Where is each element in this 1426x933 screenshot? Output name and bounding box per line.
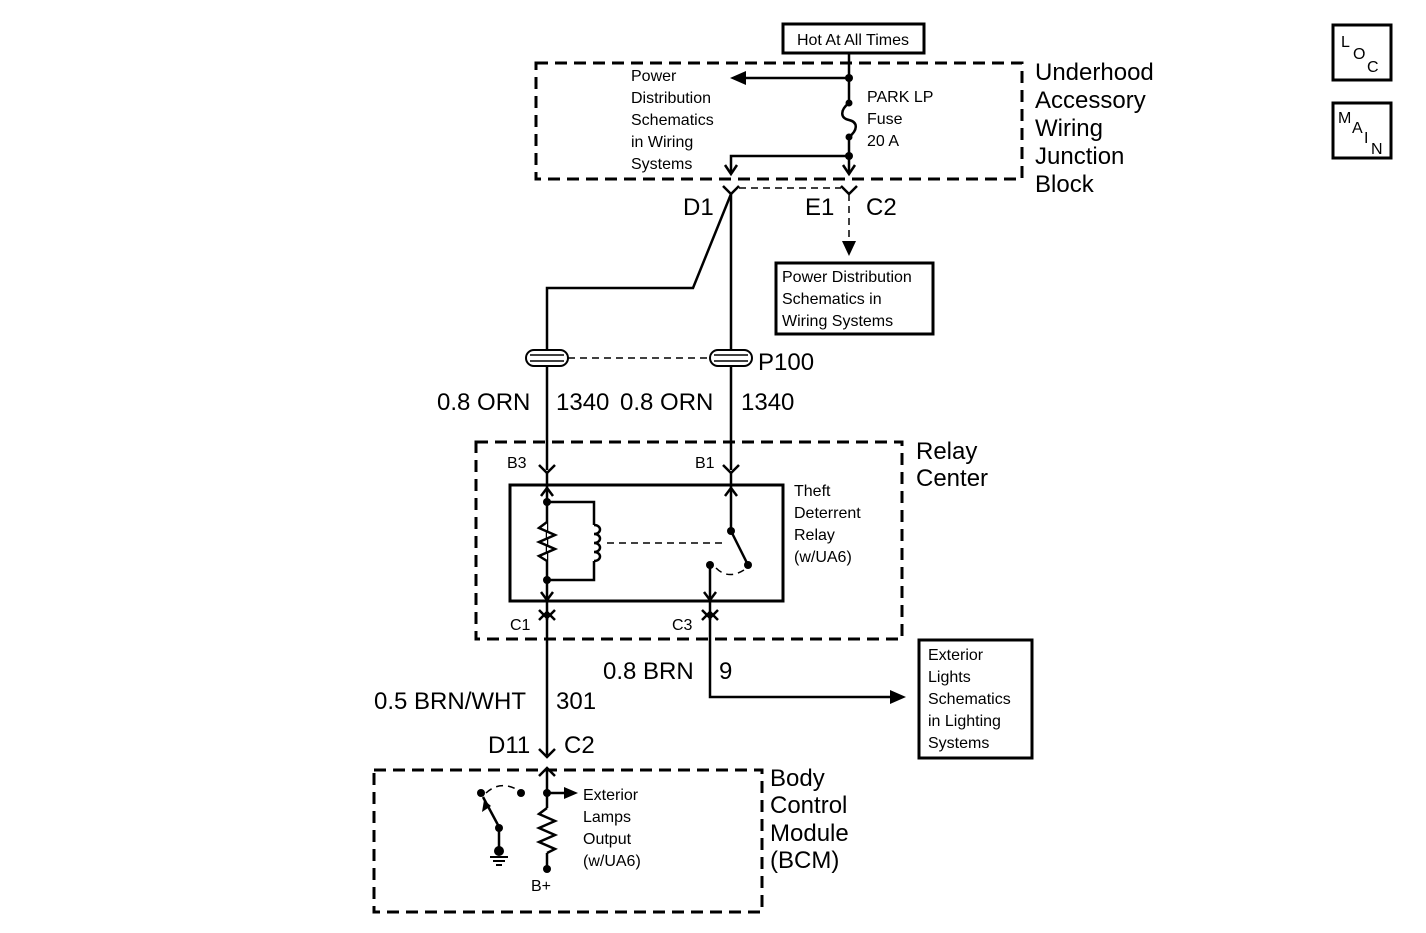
bcm-output-line: Output (583, 831, 632, 848)
junction-block-name-line: Block (1035, 171, 1095, 198)
bcm-connector-c2-label: C2 (564, 732, 595, 759)
main-letter: I (1364, 130, 1368, 147)
loc-letter: C (1367, 59, 1379, 76)
relay-label: Theft Deterrent Relay (w/UA6) (794, 483, 861, 566)
power-dist-box-line: Wiring Systems (782, 313, 893, 330)
fuse-label: PARK LP Fuse 20 A (867, 89, 933, 150)
bcm-output-line: Lamps (583, 809, 631, 826)
bcm-name-line: (BCM) (770, 847, 839, 874)
bcm-switch-ground (477, 789, 508, 866)
wire-brn-gauge-color: 0.8 BRN (603, 658, 694, 685)
power-dist-box: Power Distribution Schematics in Wiring … (774, 261, 935, 336)
pin-b1-label: B1 (695, 455, 715, 472)
relay-center-name-line: Center (916, 465, 988, 492)
c1-connector (538, 610, 556, 621)
exterior-lights-box-line: Systems (928, 735, 989, 752)
hot-at-all-times-label: Hot At All Times (797, 32, 909, 49)
exterior-lights-box-line: Exterior (928, 647, 984, 664)
power-dist-ref-line: Power (631, 68, 677, 85)
exterior-lights-box-line: in Lighting (928, 713, 1001, 730)
bcm-output-line: Exterior (583, 787, 639, 804)
fuse-label-line: PARK LP (867, 89, 933, 106)
junction-block-name-line: Wiring (1035, 115, 1103, 142)
bcm-name-line: Body (770, 765, 825, 792)
relay-label-line: Relay (794, 527, 835, 544)
bcm-name: Body Control Module (BCM) (770, 765, 849, 874)
power-dist-ref-line: in Wiring (631, 134, 693, 151)
e1-connector (840, 185, 858, 196)
wire-left-gauge-color: 0.8 ORN (437, 389, 530, 416)
power-dist-ref-text: Power Distribution Schematics in Wiring … (631, 68, 714, 173)
connector-d11-label: D11 (488, 732, 530, 759)
pin-c1-label: C1 (510, 617, 531, 634)
connector-c2-label: C2 (866, 194, 897, 221)
connector-d1-label: D1 (683, 194, 714, 221)
junction-block-name-line: Underhood (1035, 59, 1154, 86)
relay-label-line: Deterrent (794, 505, 861, 522)
bplus-label: B+ (531, 878, 551, 895)
relay-center-name-line: Relay (916, 438, 977, 465)
splice-p100 (525, 349, 753, 367)
bcm-outline (372, 768, 764, 914)
junction-block-name-line: Accessory (1035, 87, 1146, 114)
bcm-name-line: Module (770, 820, 849, 847)
wire-brn-9 (708, 616, 893, 699)
bcm-output-circuit (485, 768, 578, 873)
d1-branch-wire (729, 154, 849, 172)
main-letter: A (1352, 120, 1363, 137)
bcm-output-line: (w/UA6) (583, 853, 641, 870)
theft-deterrent-relay-box (508, 483, 785, 603)
exterior-lights-arrow-head (890, 690, 906, 704)
power-dist-arrow-head (730, 71, 746, 85)
pin-b3-label: B3 (507, 455, 527, 472)
fuse-label-line: 20 A (867, 133, 899, 150)
d1-arrow (723, 164, 739, 177)
e1-arrow (841, 164, 857, 177)
fuse-label-line: Fuse (867, 111, 903, 128)
connector-e1-label: E1 (805, 194, 834, 221)
power-dist-ref-line: Systems (631, 156, 692, 173)
junction-block-name-line: Junction (1035, 143, 1124, 170)
power-dist-box-line: Schematics in (782, 291, 882, 308)
junction-block-outline (534, 61, 1024, 181)
wire-left-circuit: 1340 (556, 389, 609, 416)
main-letter: N (1371, 141, 1383, 158)
loc-button[interactable]: L O C (1331, 23, 1393, 82)
relay-switch (703, 473, 752, 620)
relay-label-line: Theft (794, 483, 831, 500)
power-dist-box-line: Power Distribution (782, 269, 912, 286)
bcm-output-label: Exterior Lamps Output (w/UA6) (583, 787, 641, 870)
left-feed-wire (545, 193, 733, 350)
park-lp-fuse (841, 78, 857, 160)
exterior-lights-box-line: Lights (928, 669, 971, 686)
wire-brn-circuit: 9 (719, 658, 732, 685)
e1-arrow-head (842, 241, 856, 256)
loc-letter: O (1353, 46, 1365, 63)
main-letter: M (1338, 110, 1351, 127)
splice-p100-label: P100 (758, 349, 814, 376)
pin-c3-label: C3 (672, 617, 693, 634)
junction-block-name: Underhood Accessory Wiring Junction Bloc… (1035, 59, 1154, 198)
wire-right-gauge-color: 0.8 ORN (620, 389, 713, 416)
wire-right-circuit: 1340 (741, 389, 794, 416)
d11-connector (538, 748, 556, 759)
power-dist-ref-line: Schematics (631, 112, 714, 129)
hot-at-all-times-box: Hot At All Times (781, 22, 926, 55)
exterior-lights-box: Exterior Lights Schematics in Lighting S… (917, 638, 1034, 760)
power-dist-ref-line: Distribution (631, 90, 711, 107)
wire-brn-wht-gauge-color: 0.5 BRN/WHT (374, 688, 526, 715)
main-button[interactable]: M A I N (1331, 101, 1393, 160)
bcm-name-line: Control (770, 792, 847, 819)
exterior-lights-box-line: Schematics (928, 691, 1011, 708)
loc-letter: L (1341, 34, 1350, 51)
relay-center-outline (474, 440, 904, 641)
d1-connector (722, 185, 740, 196)
relay-coil (535, 473, 602, 620)
relay-label-line: (w/UA6) (794, 549, 852, 566)
wire-brn-wht-circuit: 301 (556, 688, 596, 715)
c3-connector (701, 610, 719, 621)
